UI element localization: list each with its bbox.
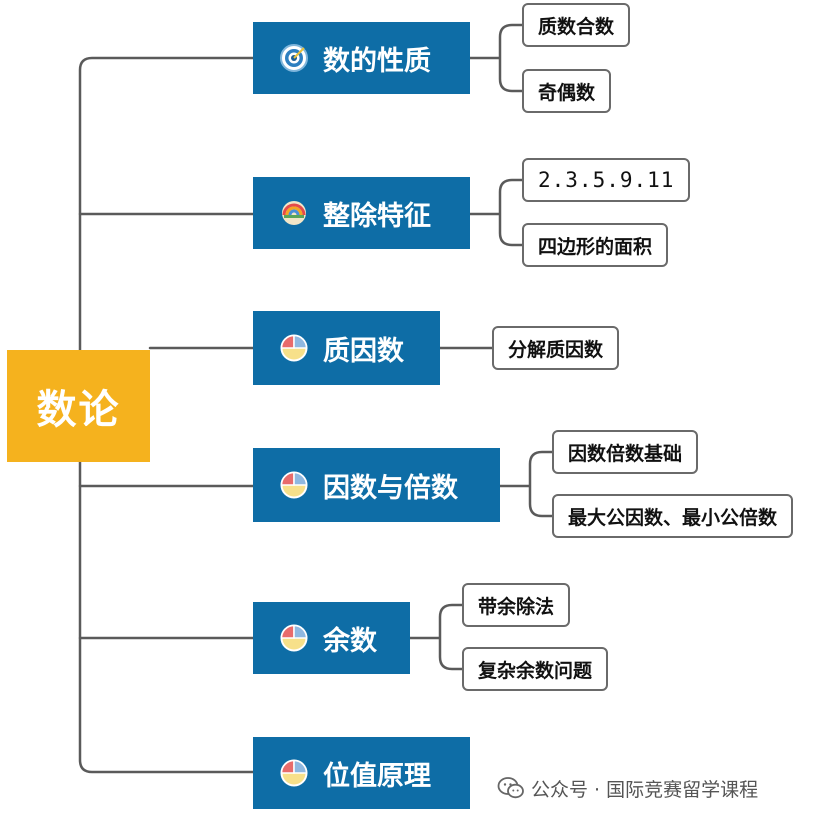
- watermark-text: 公众号 · 国际竞赛留学课程: [531, 778, 759, 801]
- leaf-label: 因数倍数基础: [568, 442, 683, 465]
- target-icon: [280, 44, 308, 72]
- child-line-5: [408, 603, 464, 671]
- rainbow-badge-icon: [282, 201, 306, 225]
- leaf-label: 奇偶数: [538, 81, 596, 104]
- leaf-label: 带余除法: [478, 595, 555, 618]
- leaf-node: 质数合数: [522, 3, 631, 47]
- leaf-node: 复杂余数问题: [462, 647, 609, 691]
- leaf-label: 2.3.5.9.11: [538, 168, 675, 192]
- child-line-2: [468, 178, 524, 247]
- topic-label: 余数: [323, 625, 377, 657]
- watermark: 公众号 · 国际竞赛留学课程: [497, 773, 758, 803]
- topic-label: 整除特征: [323, 200, 431, 232]
- leaf-label: 质数合数: [538, 15, 615, 38]
- leaf-node: 2.3.5.9.11: [522, 158, 691, 202]
- wechat-icon: [497, 777, 524, 799]
- root-node: 数论: [7, 350, 150, 462]
- topic-node-factors-multiples: 因数与倍数: [253, 448, 500, 522]
- leaf-node: 奇偶数: [522, 69, 612, 113]
- root-label: 数论: [36, 387, 121, 433]
- leaf-label: 最大公因数、最小公倍数: [568, 506, 778, 529]
- topic-label: 因数与倍数: [323, 472, 458, 504]
- child-line-1: [468, 23, 524, 93]
- leaf-label: 四边形的面积: [538, 235, 653, 258]
- pie-chart-icon: [280, 471, 308, 499]
- topic-node-place-value: 位值原理: [253, 737, 470, 809]
- topic-node-remainder: 余数: [253, 602, 410, 674]
- topic-label: 位值原理: [323, 760, 431, 792]
- leaf-node: 分解质因数: [492, 326, 620, 370]
- topic-node-prime-factors: 质因数: [253, 311, 440, 385]
- topic-node-divisibility: 整除特征: [253, 177, 470, 249]
- leaf-label: 分解质因数: [508, 338, 604, 361]
- leaf-label: 复杂余数问题: [478, 659, 593, 682]
- leaf-node: 因数倍数基础: [552, 430, 699, 474]
- topic-node-properties: 数的性质: [253, 22, 470, 94]
- topic-label: 质因数: [323, 335, 404, 367]
- topic-label: 数的性质: [323, 45, 431, 77]
- child-line-4: [498, 450, 554, 518]
- pie-chart-icon: [280, 759, 308, 787]
- leaf-node: 最大公因数、最小公倍数: [552, 494, 794, 538]
- pie-chart-icon: [280, 334, 308, 362]
- pie-chart-icon: [280, 624, 308, 652]
- leaf-node: 带余除法: [462, 583, 571, 627]
- leaf-node: 四边形的面积: [522, 223, 669, 267]
